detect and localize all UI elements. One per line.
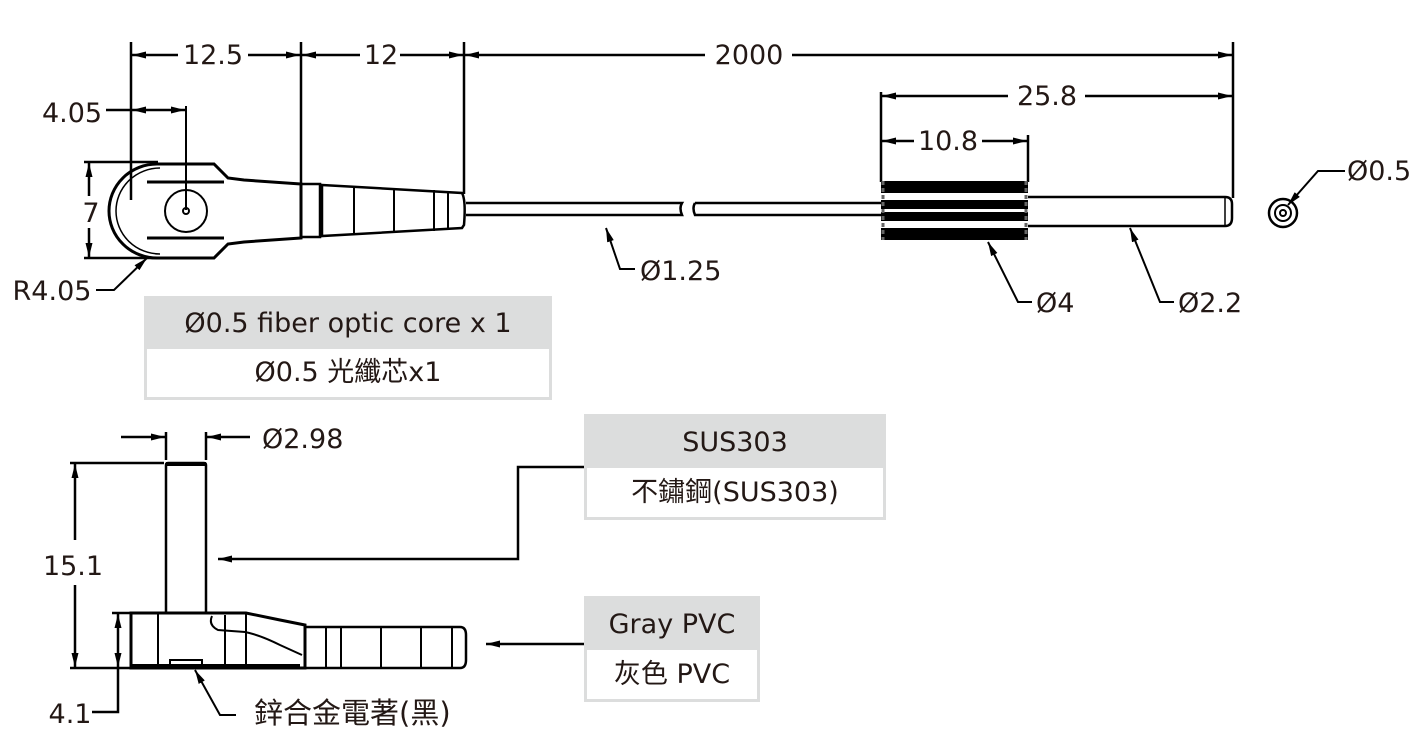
- label-fiber-core-en: Ø0.5 fiber optic core x 1: [147, 299, 549, 349]
- leader-line: [605, 227, 635, 270]
- dim-cable-diameter: Ø1.25: [640, 256, 721, 287]
- boot: [320, 183, 466, 238]
- note-zinc-alloy: 鋅合金電著(黑): [254, 696, 451, 730]
- dim-ferrule-total: 25.8: [1017, 81, 1077, 112]
- leader-line: [987, 241, 1032, 303]
- label-gray-pvc-en: Gray PVC: [587, 599, 757, 650]
- dim-base-height: 4.1: [49, 699, 92, 730]
- boot-side: [305, 625, 468, 670]
- ferrule-tip: [1028, 195, 1234, 228]
- dim-core-diameter: Ø0.5: [1347, 156, 1411, 187]
- fiber-port: [164, 189, 208, 233]
- dim-head-height: 7: [82, 198, 99, 229]
- cable: [692, 201, 882, 217]
- dim-overall-height: 15.1: [43, 551, 103, 582]
- dim-length-boot: 12: [364, 40, 398, 71]
- label-gray-pvc: Gray PVC 灰色 PVC: [584, 596, 760, 702]
- leader-line: [1287, 170, 1345, 206]
- cable: [466, 201, 685, 217]
- leader-line: [218, 465, 584, 563]
- dim-center-offset: 4.05: [42, 98, 102, 129]
- label-sus303-en: SUS303: [587, 417, 883, 468]
- leader-line: [96, 257, 148, 291]
- dim-ferrule-grip: 10.8: [918, 126, 978, 157]
- label-gray-pvc-zh: 灰色 PVC: [587, 650, 757, 699]
- dim-tip-diameter: Ø2.2: [1178, 288, 1242, 319]
- top-view: [84, 42, 1345, 303]
- dim-grip-diameter: Ø4: [1036, 288, 1074, 319]
- label-fiber-core-zh: Ø0.5 光纖芯x1: [147, 349, 549, 397]
- dim-length-head: 12.5: [183, 40, 243, 71]
- label-fiber-core: Ø0.5 fiber optic core x 1 Ø0.5 光纖芯x1: [144, 296, 552, 400]
- connector-head-edge: [115, 167, 161, 255]
- zinc-plating-area: [169, 659, 203, 668]
- end-view: [1267, 197, 1299, 229]
- stainless-pin: [164, 461, 208, 613]
- leader-line: [1129, 227, 1174, 303]
- dim-pin-diameter: Ø2.98: [262, 424, 343, 455]
- dim-cable-length: 2000: [715, 40, 784, 71]
- leader-line: [92, 668, 120, 714]
- ferrule-grip: [881, 181, 1028, 240]
- dim-head-radius: R4.05: [13, 276, 92, 307]
- side-view: [70, 432, 584, 716]
- label-sus303-zh: 不鏽鋼(SUS303): [587, 468, 883, 517]
- fiber-port-center: [182, 207, 190, 215]
- connector-head: [107, 162, 303, 260]
- label-sus303: SUS303 不鏽鋼(SUS303): [584, 414, 886, 520]
- leader-line: [194, 669, 236, 716]
- boot: [301, 182, 322, 239]
